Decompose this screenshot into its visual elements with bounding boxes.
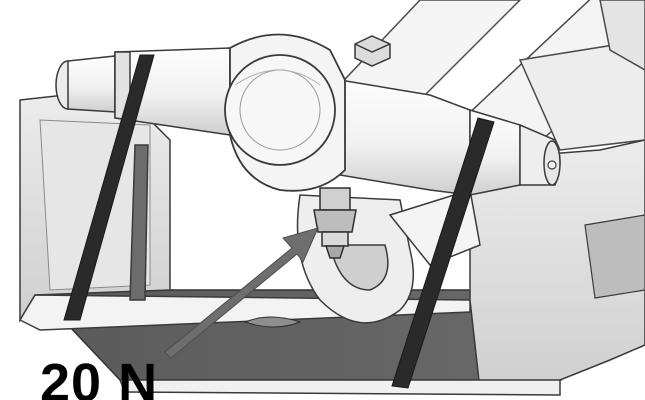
pointer-arrow-icon (164, 227, 319, 359)
torque-value-label: 20 N (40, 353, 159, 400)
top-bolt (354, 35, 391, 67)
vertical-post (129, 144, 149, 301)
fitting-nut-icon (313, 187, 357, 259)
left-strap (63, 54, 155, 321)
clamping-strap-icon (63, 54, 495, 389)
right-strap (391, 117, 495, 389)
central-hub (224, 33, 346, 192)
u-bracket (18, 94, 645, 396)
